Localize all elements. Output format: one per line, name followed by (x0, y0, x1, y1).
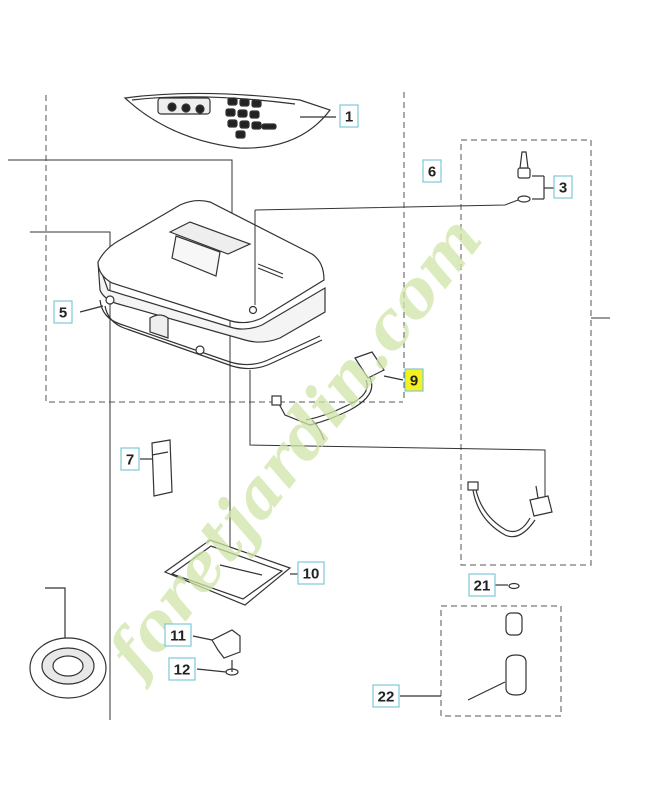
callout-6: 6 (422, 159, 442, 183)
callout-number: 6 (428, 164, 436, 181)
callout-number: 12 (174, 662, 191, 679)
callout-7: 7 (120, 447, 140, 471)
group-outline-valve (440, 605, 562, 717)
callout-box (553, 175, 573, 199)
callout-number: 5 (59, 305, 67, 322)
callout-number: 3 (559, 180, 567, 197)
callout-box (372, 684, 400, 708)
part-board-plate (163, 539, 298, 606)
callout-number: 1 (345, 109, 353, 126)
part-control-panel (123, 92, 336, 149)
callout-box (339, 104, 359, 128)
callout-12: 12 (168, 657, 196, 681)
part-wiring-harness (271, 351, 404, 441)
part-bracket-and-screw (192, 629, 241, 676)
callout-number: 7 (126, 452, 134, 469)
part-clip (140, 439, 173, 497)
callout-number: 22 (378, 689, 395, 706)
callout-number: 11 (170, 628, 186, 645)
dashed-group-outlines (45, 92, 592, 717)
callout-box (468, 573, 496, 597)
callout-layer: 1 3 5 6 7 9 10 11 12 21 22 (53, 104, 573, 708)
part-housing (79, 199, 326, 370)
callout-box (168, 657, 196, 681)
callout-box (404, 368, 424, 392)
part-gauge (29, 587, 107, 699)
callout-5: 5 (53, 300, 73, 324)
callout-11: 11 (164, 623, 192, 647)
callout-box (422, 159, 442, 183)
part-valve (400, 582, 527, 701)
callout-number: 9 (410, 373, 418, 390)
callout-box (297, 561, 325, 585)
callout-number: 21 (474, 578, 491, 595)
callout-21: 21 (468, 573, 496, 597)
callout-9: 9 (404, 368, 424, 392)
callout-1: 1 (339, 104, 359, 128)
leader-lines (249, 199, 546, 500)
callout-10: 10 (297, 561, 325, 585)
callout-box (120, 447, 140, 471)
callout-box (53, 300, 73, 324)
callout-22: 22 (372, 684, 400, 708)
group-outline-left (45, 95, 403, 403)
callout-box (164, 623, 192, 647)
callout-number: 10 (303, 566, 320, 583)
callout-3: 3 (553, 175, 573, 199)
part-switch (467, 151, 556, 538)
group-outline-switch (460, 139, 592, 566)
